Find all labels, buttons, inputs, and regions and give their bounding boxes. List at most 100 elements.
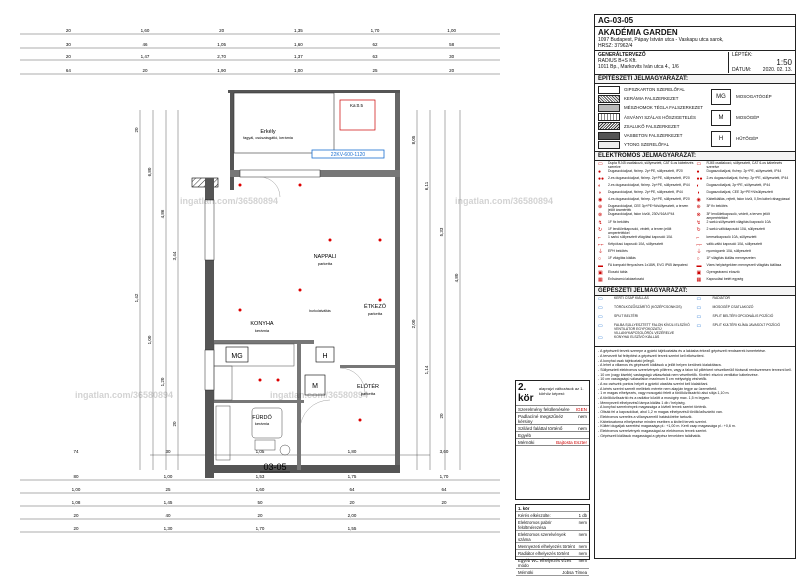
project-name: AKADÉMIA GARDEN bbox=[598, 28, 678, 37]
electric-legend-label: 2-es dugaszolóaljzat, fix/rep. 2p+PE, sü… bbox=[608, 183, 690, 187]
dimension-label: 20 bbox=[441, 500, 447, 505]
room-labels: Erkély fagyál, csúszásgátló, kerámia NAP… bbox=[243, 129, 387, 426]
electric-legend-label: 1 sarkú süllyesztett világítási kapcsoló… bbox=[608, 234, 673, 239]
row-key: Mérnöki bbox=[518, 439, 535, 445]
legend-item: MÉSZHOMOK TÉGLA FALSZERKEZET bbox=[598, 103, 706, 112]
electric-legend-label: 4-es dugaszolóaljzat, fix/rep. 2p+PE, sü… bbox=[608, 197, 690, 202]
dimension-label: 20 bbox=[257, 513, 263, 518]
mech-legend-label: KONYHAI ELSZÍVÓ KIÁLLÁS bbox=[614, 335, 660, 340]
dimension-label: 30 bbox=[165, 449, 171, 454]
electric-legend-item: ↯1F fix bekötés bbox=[598, 219, 694, 228]
dimension-label: 8,05 bbox=[411, 135, 416, 144]
mech-symbol-icon: ▭ bbox=[696, 314, 702, 321]
electric-legend-item: ⌐keresztkapcsoló 10A, süllyesztett bbox=[697, 234, 793, 243]
electric-legend-item: ▬Vizes helyiségekben mennyezeti világítá… bbox=[696, 263, 793, 271]
electric-legend-item: ▦Kapcsolási betét egység bbox=[697, 277, 793, 285]
electric-legend-label: Kábelkiállás, rejtett, falon kívül, 0,5m… bbox=[706, 197, 790, 202]
electric-legend-label: Dugaszolóaljzat, fix/rep. 2p+PE, süllyes… bbox=[706, 168, 782, 173]
dimension-label: 6,80 bbox=[147, 167, 152, 176]
ac-label: 22KV-600-1120 bbox=[331, 152, 366, 158]
mech-legend-item: ▭RADIÁTOR bbox=[697, 297, 793, 306]
electric-legend-label: RJ45 csatlakozó, süllyesztett, CAT 6-os … bbox=[706, 161, 783, 169]
electric-legend-item: ◐2-es dugaszolóaljzat, fix/rep. 2p+PE, s… bbox=[598, 183, 694, 191]
plan-sheet-label: 03-05 bbox=[263, 462, 286, 472]
dimension-label: 20 bbox=[73, 513, 79, 518]
note-line: - A wc csészék pontos helyét a gyártói u… bbox=[598, 382, 709, 386]
dimension-label: 20 bbox=[172, 421, 177, 427]
watermarks: ingatlan.com/36580894 ingatlan.com/36580… bbox=[75, 196, 553, 400]
electric-legend-label: 2-es dugaszolóaljzat, fix/rep. 2p+PE, sü… bbox=[608, 175, 690, 180]
swatch-concrete bbox=[598, 131, 620, 140]
scale-value: 1:50 bbox=[776, 58, 792, 67]
row-value: Jobsa Tímea bbox=[562, 569, 587, 575]
mech-legend: ▭KERTI CSAP KIÁLLÁS▭RADIÁTOR▭TÖRÖLKÖZŐSZ… bbox=[595, 296, 795, 348]
electric-symbol-icon: ○ bbox=[598, 256, 602, 263]
round-1-title: 1. kör bbox=[518, 505, 530, 511]
note-line: - A gépészeti tervek szerepe a gyártó tá… bbox=[598, 349, 766, 354]
appliance-label: MOSOGATÓGÉP bbox=[736, 94, 772, 99]
electric-symbol-icon: ○ bbox=[696, 256, 700, 263]
bathroom-fixtures bbox=[215, 405, 291, 461]
dimension-label: 30 bbox=[66, 42, 72, 47]
appliance-label: HŰTŐGÉP bbox=[736, 136, 759, 141]
dimension-label: 1,00 bbox=[72, 487, 81, 492]
project-address-2: HRSZ: 37962/4 bbox=[598, 43, 633, 49]
mech-symbol-icon: ▭ bbox=[598, 323, 603, 330]
electric-legend-label: 1F világítás kiállás bbox=[608, 256, 636, 261]
dimension-label: 1,90 bbox=[217, 68, 226, 73]
electric-symbol-icon: ● bbox=[598, 168, 602, 175]
room-kitchen: KONYHA bbox=[250, 321, 274, 327]
row-value: nem bbox=[578, 550, 587, 556]
legend-item: KERÁMIA FALSZERKEZET bbox=[598, 94, 706, 103]
legend-label: KERÁMIA FALSZERKEZET bbox=[624, 96, 679, 102]
dimension-label: 63 bbox=[372, 54, 378, 59]
electric-legend-item: ⊗Dugaszolóaljzat, falon kívüli, 230V/16A… bbox=[598, 212, 694, 221]
appliance-label: MOSÓGÉP bbox=[736, 115, 760, 120]
mech-legend-title: GÉPÉSZETI JELMAGYARÁZAT: bbox=[595, 287, 795, 297]
watermark-4: ingatlan.com/36580894 bbox=[455, 196, 553, 206]
electric-legend-label: váltó-váltó kapcsoló 10A, süllyesztett bbox=[706, 241, 762, 246]
dimension-label: 20 bbox=[134, 127, 139, 133]
electric-legend-item: ▣Gyengeáramú elosztó bbox=[697, 270, 793, 278]
electric-legend-label: Kapcsolási betét egység bbox=[706, 277, 744, 282]
round-2-box: 2. kör alaprajzi változások az 1. körhöz… bbox=[515, 380, 590, 500]
top-dimension-labels: 203020641,60461,4720201,052,701,901,351,… bbox=[66, 28, 457, 73]
left-dimension-lines bbox=[139, 110, 179, 470]
door-swings bbox=[259, 176, 366, 431]
room-dining-sub: parketta bbox=[368, 311, 383, 316]
electric-legend-item: ●Dugaszolóaljzat, fix/rep. 2p+PE, süllye… bbox=[697, 168, 793, 177]
electric-legend-label: 1F világítás kiállás mennyezeten bbox=[706, 256, 756, 261]
row-value: Bajtosta Eszter bbox=[556, 439, 587, 445]
project-block: AKADÉMIA GARDEN 1097 Budapest, Pápay Ist… bbox=[595, 27, 795, 51]
dimension-label: 20 bbox=[449, 68, 455, 73]
note-line: - A konyhai csak tájékoztató jellegű. bbox=[598, 358, 655, 363]
dimension-label: 20 bbox=[219, 28, 225, 33]
balcony-ac-box bbox=[339, 99, 376, 131]
electric-legend-item: ⌐1 sarkú süllyesztett világítási kapcsol… bbox=[598, 234, 694, 243]
note-line: - Süllyesztett elektromos szerelvények p… bbox=[598, 367, 792, 372]
mech-legend-item: ▭SPLIT KÜLTÉRI KLÍMA JAVASOLT POZÍCIÓ bbox=[697, 324, 793, 336]
electric-legend-item: ◐Dugaszolóaljzat, 2p+PE, süllyesztett, I… bbox=[696, 183, 793, 191]
electric-legend-item: ▭Dupla RJ45 csatlakozó, süllyesztett, CA… bbox=[598, 161, 694, 170]
appliance-box-m: M bbox=[711, 109, 731, 126]
electric-symbol-icon: ◐ bbox=[696, 183, 700, 189]
note-line: - Elektromos szerelvények magasságai az … bbox=[598, 428, 708, 433]
electric-legend-label: Dugaszolóaljzat, CEE 3p+PE+N/süllyesztet… bbox=[608, 204, 689, 213]
legend-label: YTONG SZERELŐFAL bbox=[624, 142, 670, 148]
title-block-panel: AG-03-05 AKADÉMIA GARDEN 1097 Budapest, … bbox=[594, 14, 796, 559]
swatch-limestone bbox=[598, 103, 620, 112]
dimension-label: 74 bbox=[73, 449, 79, 454]
electric-symbol-icon: ↯ bbox=[598, 219, 603, 226]
electric-symbol-icon: ⌐⌐ bbox=[598, 241, 604, 248]
swatch-ytong bbox=[598, 140, 620, 149]
mech-legend-label: KERTI CSAP KIÁLLÁS bbox=[614, 296, 649, 301]
electric-legend-label: keresztkapcsoló 10A, süllyesztett bbox=[706, 234, 757, 239]
note-line: - 10 cm vastagságú válaszfalon maximum 5… bbox=[598, 377, 708, 382]
electric-legend-item: ◉Kábelkiállás, rejtett, falon kívül, 0,5… bbox=[697, 197, 793, 205]
electric-symbol-icon: ▬ bbox=[696, 263, 702, 270]
row-value: nem bbox=[578, 425, 587, 431]
